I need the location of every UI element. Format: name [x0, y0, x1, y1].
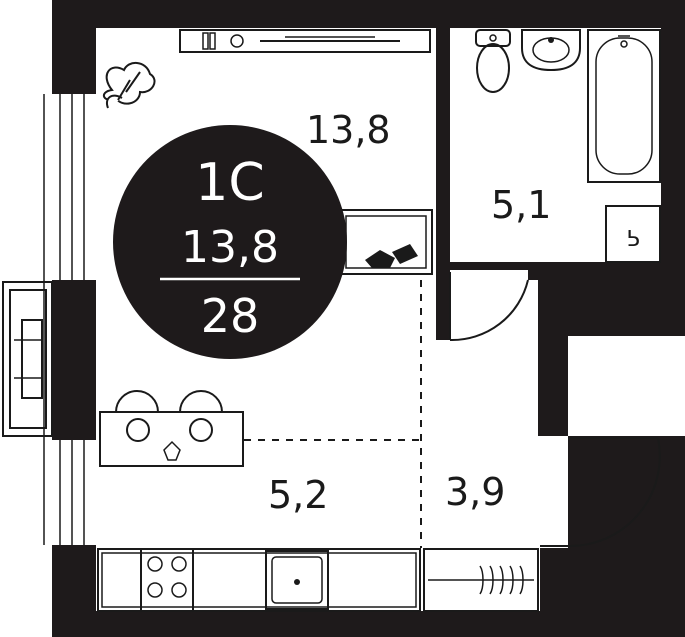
room-area-kitchen: 5,2 [268, 473, 328, 517]
wall-left-upper [52, 0, 96, 94]
bathroom-door [449, 272, 529, 342]
plant-icon [102, 62, 156, 109]
toilet-icon [475, 29, 511, 93]
wall-right-notch [528, 262, 685, 436]
badge-circle [113, 125, 347, 359]
tv-shelf [179, 29, 431, 53]
room-area-living: 13,8 [306, 108, 391, 152]
wall-top [52, 0, 685, 28]
balcony-frame [2, 281, 53, 437]
wall-right-lower [540, 436, 685, 637]
sink-icon [521, 29, 581, 72]
window-left-bottom [52, 440, 96, 545]
room-area-bathroom: 5,1 [491, 183, 551, 227]
kitchen-sink-icon [265, 550, 329, 610]
walls [52, 0, 685, 637]
wall-left-middle [52, 280, 96, 440]
dining-table [99, 390, 244, 467]
apartment-badge: 1С 13,8 28 [113, 125, 347, 359]
washing-machine-icon: ᕊ [605, 205, 661, 263]
badge-type: 1С [195, 153, 264, 213]
stove-icon [140, 548, 194, 612]
badge-total-area: 28 [201, 289, 260, 343]
svg-text:ᕊ: ᕊ [626, 227, 639, 252]
badge-living-area: 13,8 [181, 222, 279, 273]
wall-bottom [52, 611, 685, 637]
entrance-door [540, 437, 661, 548]
bed [339, 209, 433, 275]
wall-left-lower [52, 545, 96, 637]
kitchen-counter [97, 548, 421, 612]
wardrobe [423, 548, 539, 612]
wall-bathroom-bottom [450, 262, 528, 270]
bathtub-icon [587, 29, 661, 183]
wall-partition-vertical [436, 28, 450, 340]
room-area-hallway: 3,9 [445, 470, 505, 514]
window-left-top [52, 94, 96, 280]
wall-right-upper [661, 0, 685, 290]
